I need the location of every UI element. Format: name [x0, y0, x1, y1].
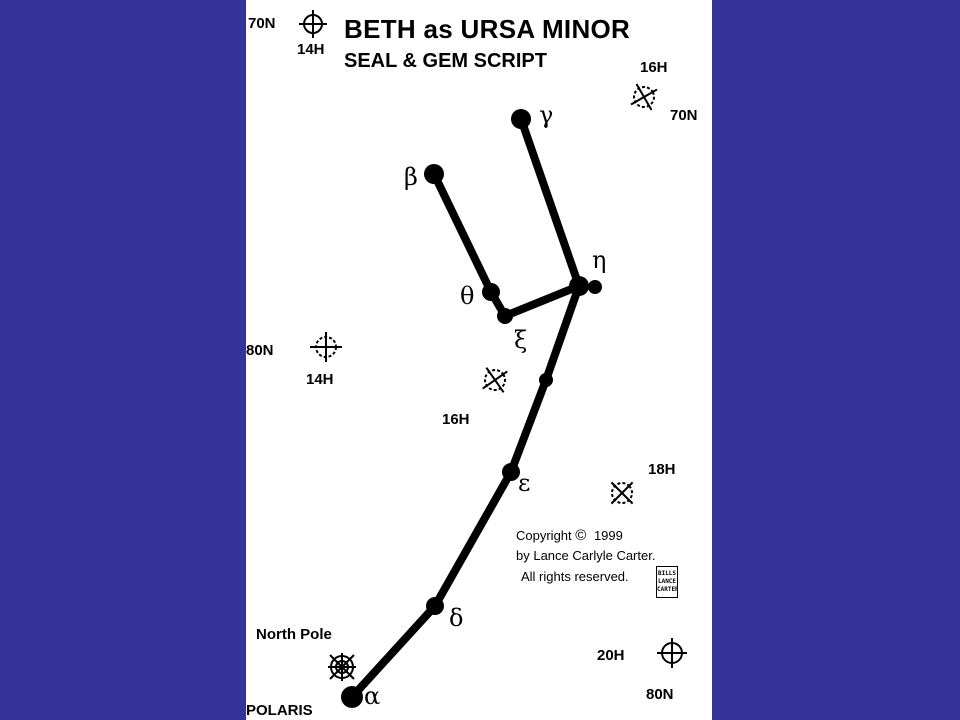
label-bottom-right-ra: 20H — [597, 647, 625, 664]
stamp-line-1: BILLS — [657, 570, 677, 577]
star-delta — [426, 597, 444, 615]
crosshair-marker-80n-14h — [310, 332, 342, 362]
stamp-line-3: CARTER — [657, 586, 678, 593]
label-mid-left-ra: 14H — [306, 371, 334, 388]
label-gamma: γ — [539, 101, 554, 129]
copyright-line2: by Lance Carlyle Carter. — [516, 548, 656, 563]
label-xi: ξ — [514, 326, 528, 354]
star-alpha-polaris — [341, 686, 363, 708]
crosshair-marker-20h-80n — [657, 638, 687, 668]
star-xi — [497, 308, 513, 324]
crosshair-marker-70n-14h — [299, 10, 327, 38]
label-bottom-right-dec: 80N — [646, 686, 674, 703]
label-right-ra: 18H — [648, 461, 676, 478]
copyright-symbol: © — [575, 527, 587, 544]
crosshair-marker-center-16h — [482, 367, 508, 393]
star-epsilon — [502, 463, 520, 481]
star-eta-companion — [588, 280, 602, 294]
label-top-left-dec: 70N — [248, 15, 276, 32]
bowl-line-right — [517, 115, 583, 290]
star-beta — [424, 164, 444, 184]
label-north-pole: North Pole — [256, 626, 332, 643]
star-gamma — [511, 109, 531, 129]
stars — [341, 109, 602, 708]
label-epsilon: ε — [518, 469, 531, 497]
north-pole-marker — [328, 653, 356, 681]
stamp-line-2: LANCE — [657, 578, 677, 585]
copyright-year: 1999 — [593, 528, 623, 543]
copyright-word: Copyright — [516, 528, 572, 543]
star-eta — [569, 276, 589, 296]
label-top-right-ra: 16H — [640, 59, 668, 76]
star-chart-drawing — [299, 10, 687, 708]
tail-line — [348, 282, 583, 701]
bowl-line-bottom — [430, 170, 583, 320]
label-top-right-dec: 70N — [670, 107, 698, 124]
chart-subtitle: SEAL & GEM SCRIPT — [344, 50, 547, 72]
label-mid-left-dec: 80N — [246, 342, 274, 359]
label-polaris: POLARIS — [246, 702, 313, 719]
label-top-left-ra: 14H — [297, 41, 325, 58]
star-unlabeled — [539, 373, 553, 387]
crosshair-marker-18h — [610, 481, 634, 505]
star-theta — [482, 283, 500, 301]
star-chart-panel: BETH as URSA MINOR SEAL & GEM SCRIPT α δ… — [246, 0, 712, 720]
chart-title: BETH as URSA MINOR — [344, 14, 631, 44]
author-stamp-logo: BILLS LANCE CARTER — [656, 566, 678, 598]
label-delta: δ — [449, 604, 464, 632]
crosshair-marker-70n-16h — [630, 83, 658, 111]
copyright-line1: Copyright © 1999 — [516, 528, 623, 543]
label-beta: β — [404, 163, 418, 191]
copyright-line3: All rights reserved. — [521, 569, 629, 584]
label-eta: η — [592, 246, 607, 274]
coordinate-markers — [299, 10, 687, 681]
label-center-ra: 16H — [442, 411, 470, 428]
label-alpha: α — [364, 682, 381, 710]
constellation-lines — [348, 115, 583, 701]
label-theta: θ — [460, 282, 475, 310]
